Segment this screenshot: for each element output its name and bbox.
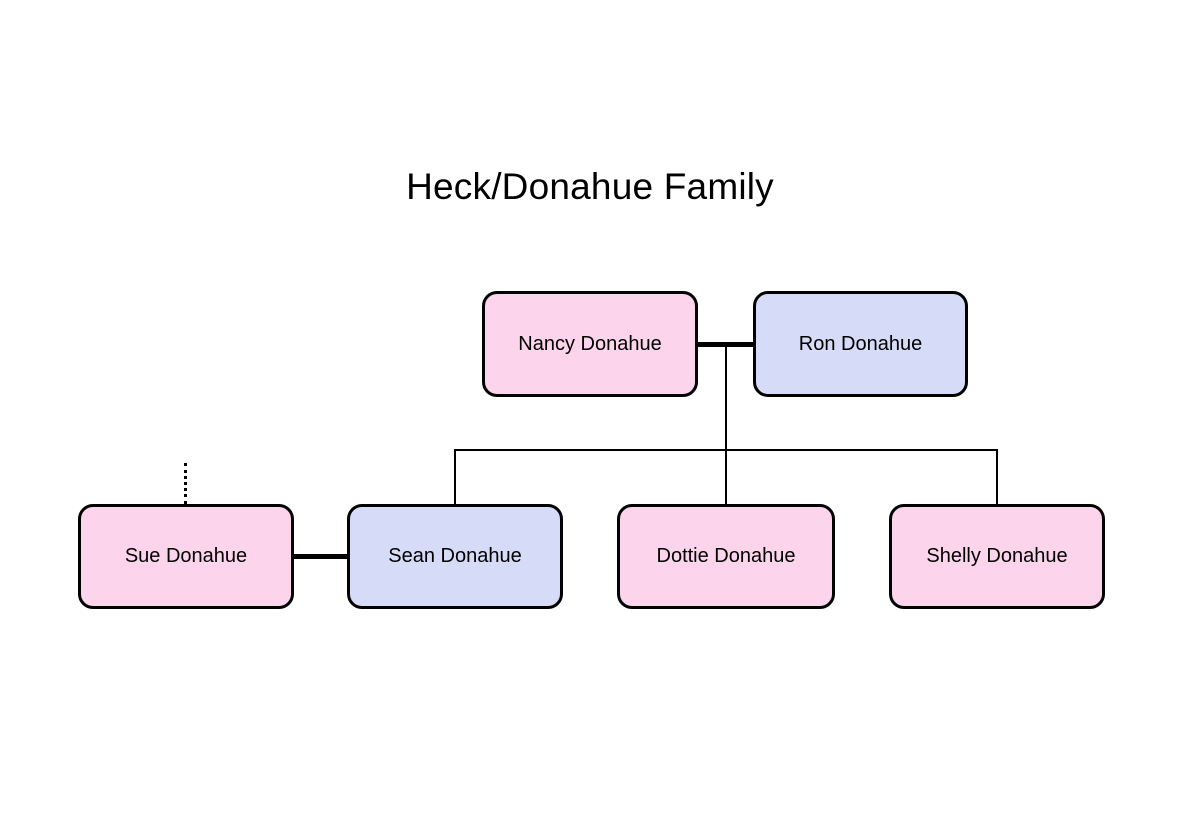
- descent-connector-sean: [454, 450, 456, 504]
- person-node-nancy-donahue: Nancy Donahue: [482, 291, 698, 397]
- person-node-shelly-donahue: Shelly Donahue: [889, 504, 1105, 609]
- unknown-ancestor-dotted-connector: [184, 463, 187, 504]
- sibling-bus-connector: [454, 449, 998, 451]
- person-name: Shelly Donahue: [926, 545, 1068, 567]
- person-node-ron-donahue: Ron Donahue: [753, 291, 968, 397]
- diagram-title: Heck/Donahue Family: [406, 166, 774, 207]
- marriage-connector-sue-sean: [294, 554, 347, 559]
- person-name: Sue Donahue: [124, 545, 248, 567]
- person-node-dottie-donahue: Dottie Donahue: [617, 504, 835, 609]
- person-name: Sean Donahue: [388, 545, 522, 567]
- person-name: Ron Donahue: [798, 332, 923, 355]
- descent-connector-parents-to-dottie: [725, 344, 727, 504]
- person-name: Dottie Donahue: [656, 545, 796, 567]
- descent-connector-shelly: [996, 450, 998, 504]
- person-node-sean-donahue: Sean Donahue: [347, 504, 563, 609]
- person-name: Nancy Donahue: [518, 332, 662, 355]
- marriage-connector-nancy-ron: [698, 342, 753, 347]
- person-node-sue-donahue: Sue Donahue: [78, 504, 294, 609]
